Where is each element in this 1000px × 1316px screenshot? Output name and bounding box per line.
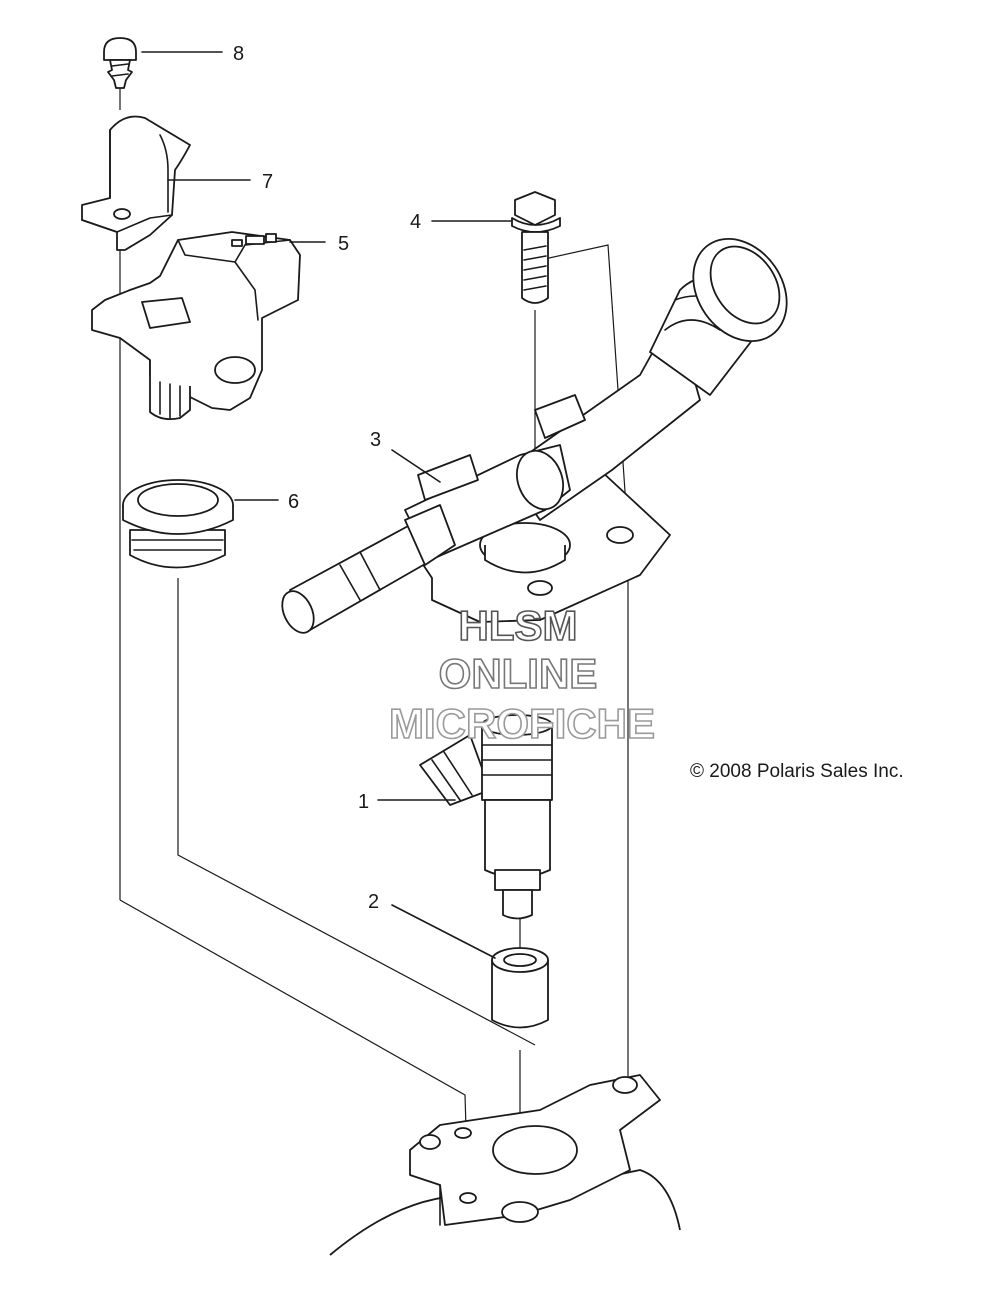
assembly-lines xyxy=(119,88,629,1196)
copyright-notice: © 2008 Polaris Sales Inc. xyxy=(690,761,904,782)
callout-labels: 8 7 5 6 4 3 1 2 xyxy=(233,43,421,913)
leader-lines xyxy=(141,51,513,959)
part-6-grommet xyxy=(122,479,234,569)
callout-2: 2 xyxy=(368,891,379,913)
callout-6: 6 xyxy=(288,491,299,513)
part-4-bolt xyxy=(511,191,561,304)
callout-7: 7 xyxy=(262,171,273,193)
callout-5: 5 xyxy=(338,233,349,255)
watermark-line-1: HLSM xyxy=(459,602,578,649)
callout-8: 8 xyxy=(233,43,244,65)
intake-housing xyxy=(329,1074,681,1256)
callout-1: 1 xyxy=(358,791,369,813)
part-8-screw xyxy=(103,37,137,89)
watermark: HLSM ONLINE MICROFICHE xyxy=(388,601,656,748)
part-7-bracket xyxy=(81,115,191,251)
watermark-line-2: ONLINE xyxy=(439,650,598,697)
watermark-line-3: MICROFICHE xyxy=(389,700,655,747)
part-1-injector xyxy=(419,714,553,920)
part-3-fuel-rail xyxy=(281,238,788,634)
part-5-sensor xyxy=(91,231,301,421)
callout-4: 4 xyxy=(410,211,421,233)
part-2-sleeve xyxy=(491,947,549,1029)
callout-3: 3 xyxy=(370,429,381,451)
